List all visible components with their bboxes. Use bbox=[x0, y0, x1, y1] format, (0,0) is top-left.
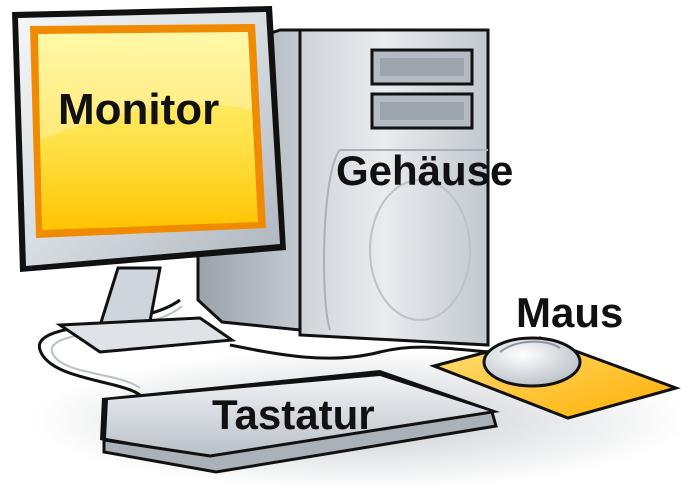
keyboard bbox=[100, 370, 500, 474]
mouse bbox=[482, 336, 582, 388]
keyboard-label: Tastatur bbox=[212, 391, 375, 438]
case-label: Gehäuse bbox=[336, 147, 514, 194]
monitor-label: Monitor bbox=[58, 85, 220, 134]
monitor bbox=[12, 6, 286, 272]
mouse-label: Maus bbox=[516, 289, 624, 336]
monitor-stand bbox=[55, 266, 237, 354]
